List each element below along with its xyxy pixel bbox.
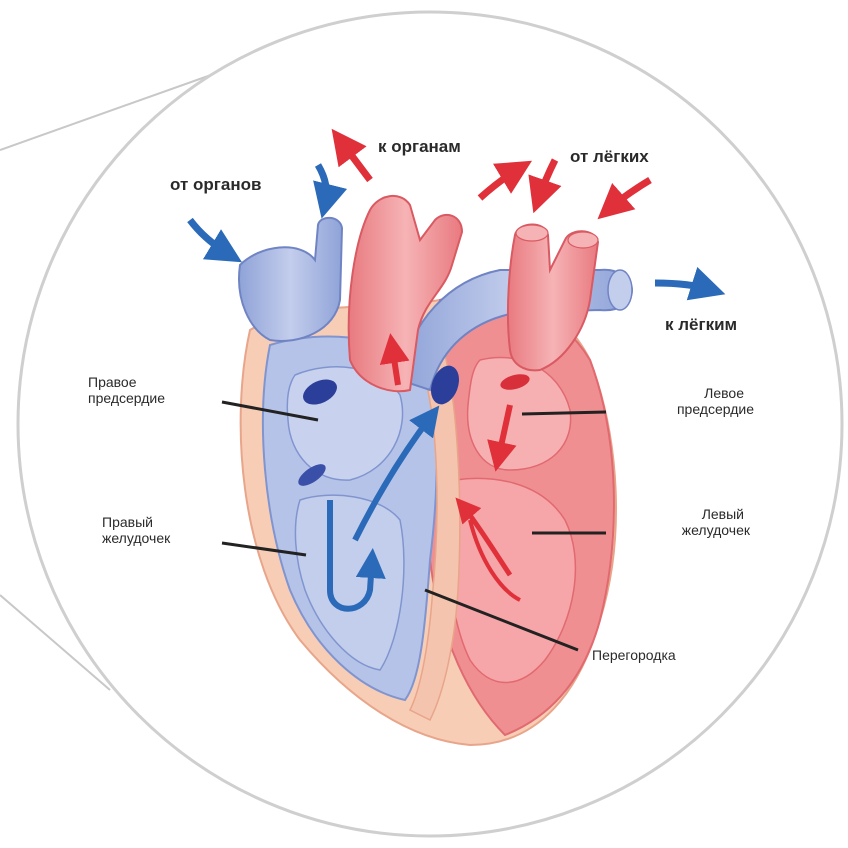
label-left-ventricle-line2: желудочек: [682, 522, 751, 538]
label-right-ventricle-line1: Правый: [102, 514, 153, 530]
label-from-organs: от органов: [170, 175, 261, 194]
pulmonary-artery-opening: [608, 270, 632, 310]
label-to-lungs: к лёгким: [665, 315, 737, 334]
pulmonary-vein-opening-1: [516, 225, 548, 241]
label-right-atrium-line1: Правое: [88, 374, 137, 390]
label-left-ventricle-line1: Левый: [702, 506, 744, 522]
label-septum: Перегородка: [592, 647, 676, 663]
leader-left-atrium: [522, 412, 606, 414]
label-right-ventricle-line2: желудочек: [102, 530, 171, 546]
pulmonary-vein-opening-2: [568, 232, 598, 248]
label-from-lungs: от лёгких: [570, 147, 649, 166]
label-to-organs: к органам: [378, 137, 461, 156]
label-left-atrium-line2: предсердие: [677, 401, 754, 417]
label-right-atrium-line2: предсердие: [88, 390, 165, 406]
label-left-atrium-line1: Левое: [704, 385, 744, 401]
